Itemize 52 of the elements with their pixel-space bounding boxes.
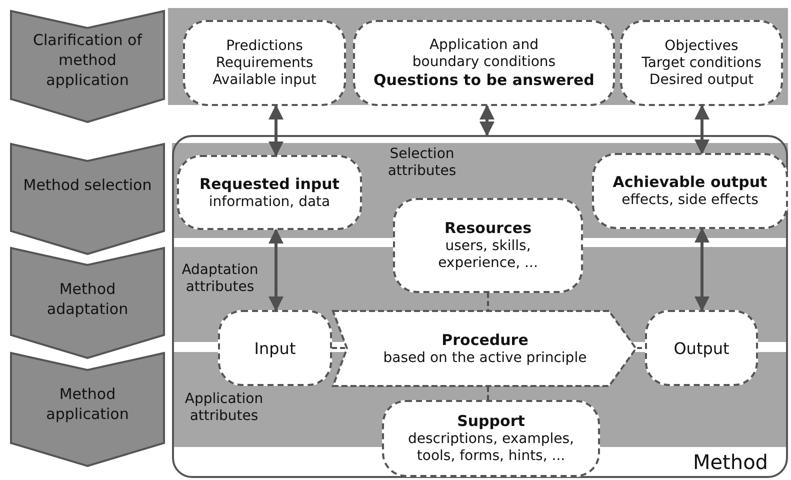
- box-title: Resources: [444, 219, 532, 238]
- process-box: [218, 310, 332, 386]
- attribute-label: Adaptation attributes: [180, 262, 260, 296]
- box-text: users, skills, experience, ...: [437, 238, 539, 272]
- attribute-label: Selection attributes: [386, 146, 458, 180]
- process-box: [645, 310, 758, 386]
- connector-line: [487, 387, 489, 400]
- stage-label: Method selection: [22, 175, 153, 195]
- box-title: Support: [457, 412, 525, 431]
- process-box: [382, 400, 600, 477]
- phase-banner: [10, 143, 165, 255]
- procedure-arrow-shape: [333, 310, 637, 387]
- box-text: Objectives: [664, 38, 738, 54]
- connector-line: [332, 347, 347, 349]
- stage-label: Method adaptation: [46, 279, 130, 319]
- box-text: Available input: [212, 72, 316, 88]
- box-title: Questions to be answered: [374, 70, 594, 90]
- box-text: Output: [674, 340, 730, 356]
- box-title: Requested input: [200, 174, 340, 194]
- connector-line: [487, 293, 489, 310]
- double-arrow: [268, 228, 284, 312]
- phase-banner: [10, 352, 165, 467]
- double-arrow: [268, 104, 284, 156]
- double-arrow: [694, 228, 710, 312]
- double-arrow: [694, 104, 710, 154]
- box-text: Predictions: [226, 38, 303, 54]
- process-box: [177, 155, 362, 230]
- box-text: Desired output: [649, 72, 754, 88]
- box-text: effects, side effects: [622, 192, 758, 209]
- stage-label: Method application: [45, 384, 130, 424]
- process-box: [592, 153, 788, 229]
- stage-label: Clarification of method application: [32, 30, 144, 90]
- process-box: [183, 20, 346, 106]
- box-text: information, data: [208, 194, 330, 210]
- box-text: based on the active principle: [383, 350, 587, 366]
- attribute-label: Application attributes: [184, 391, 264, 425]
- box-title: Achievable output: [612, 173, 768, 192]
- box-text: Target conditions: [642, 54, 762, 72]
- double-arrow: [480, 104, 494, 136]
- process-box: [393, 198, 583, 293]
- box-title: Procedure: [442, 330, 528, 350]
- box-text: Application and boundary conditions: [411, 36, 557, 70]
- phase-banner: [10, 10, 165, 123]
- process-box: [620, 20, 783, 106]
- box-text: Input: [254, 340, 296, 356]
- process-box: [353, 20, 615, 106]
- box-text: Requirements: [216, 54, 314, 72]
- method-frame: [172, 135, 788, 478]
- phase-banner: [10, 247, 165, 359]
- frame-title: Method: [692, 450, 768, 474]
- box-text: descriptions, examples, tools, forms, hints, ...: [406, 431, 576, 465]
- connector-line: [637, 347, 645, 349]
